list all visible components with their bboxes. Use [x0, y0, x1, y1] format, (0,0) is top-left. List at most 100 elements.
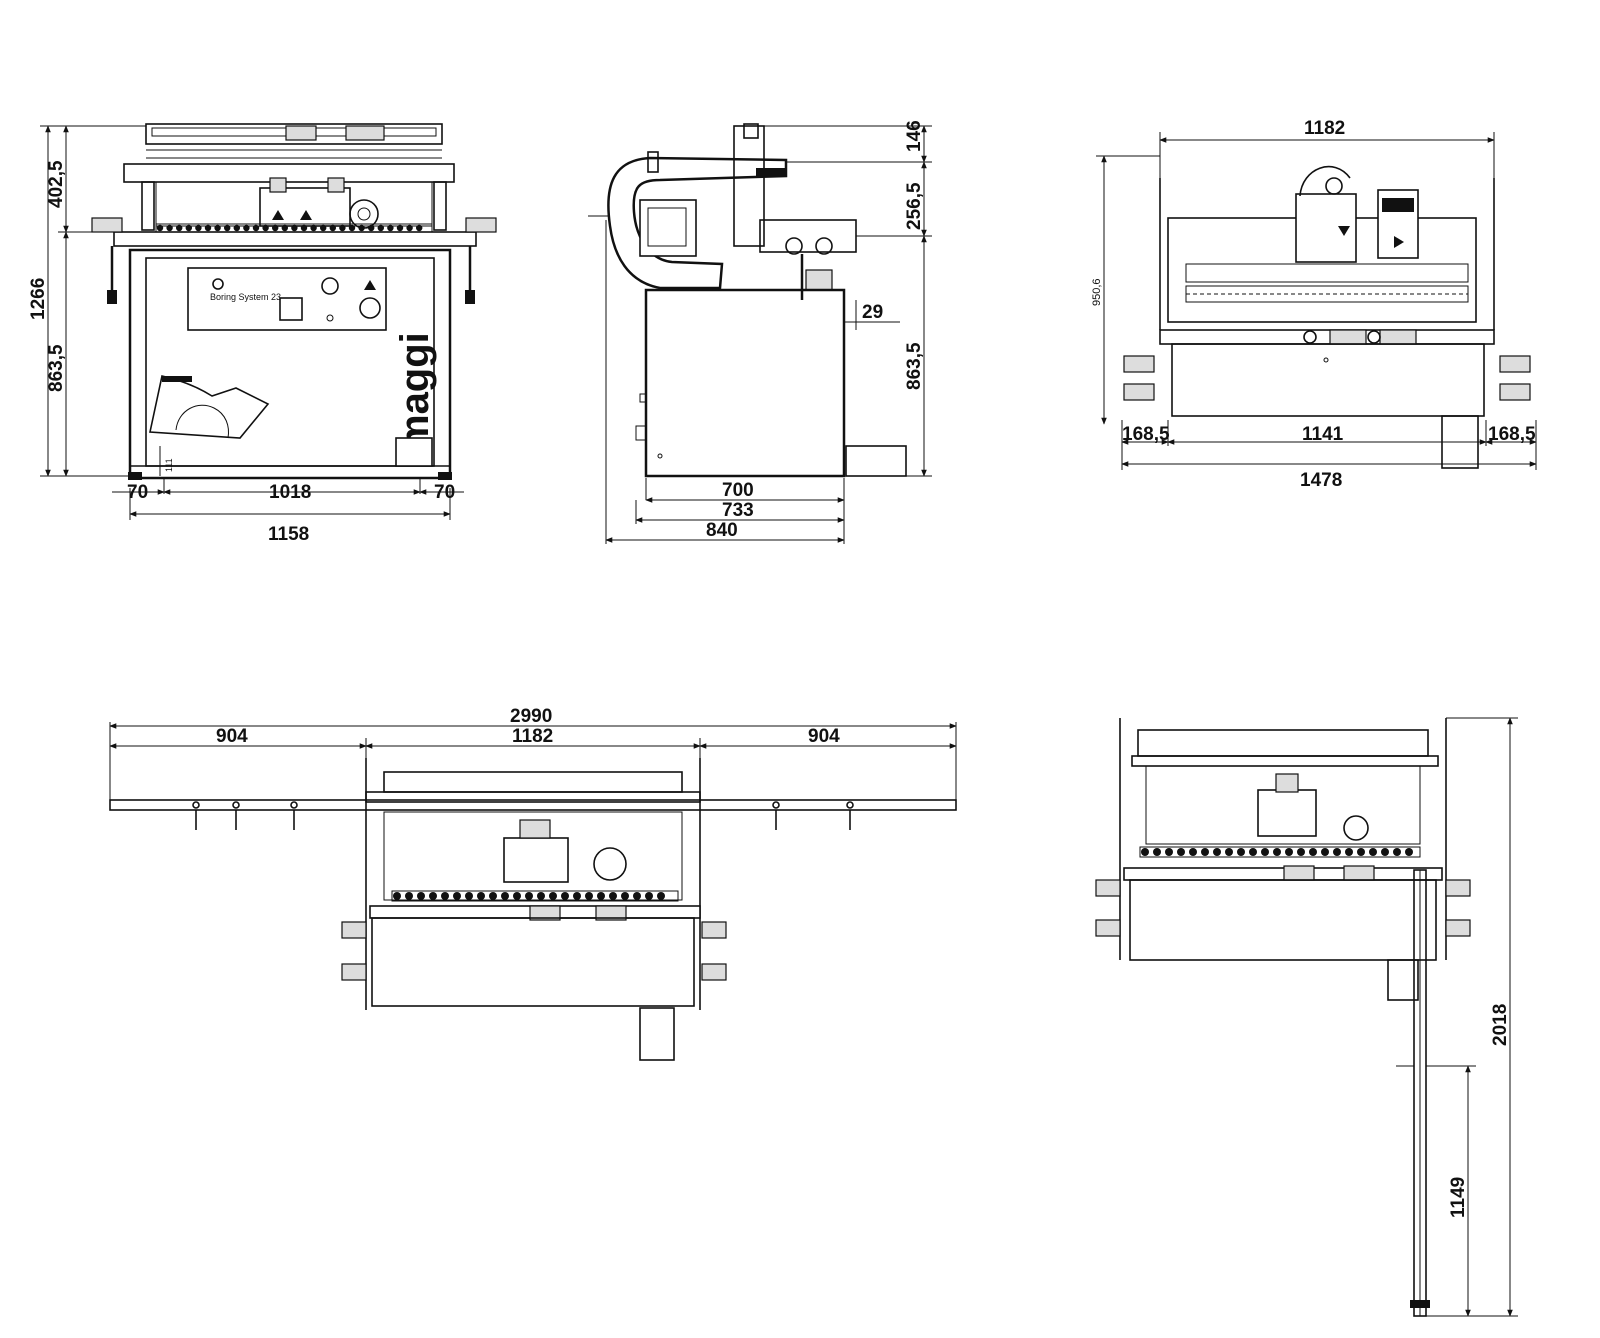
- roller: [1297, 848, 1305, 856]
- roller: [537, 892, 545, 900]
- roller: [185, 224, 192, 232]
- roller: [429, 892, 437, 900]
- panel-label: Boring System 23: [210, 292, 281, 302]
- fence-stop-knob: [290, 801, 298, 809]
- extended-plan-view: 2990 904 1182 904: [109, 706, 957, 1061]
- roller: [477, 892, 485, 900]
- dim-side-offset: 29: [862, 302, 883, 323]
- side-clamp-left: [91, 217, 123, 233]
- roller: [585, 892, 593, 900]
- side-extended-plan-view: 2018 1149: [1095, 717, 1518, 1317]
- drilling-head: [259, 187, 351, 227]
- dim-top-left: 168,5: [1122, 424, 1170, 445]
- side-cabinet: [644, 288, 846, 478]
- roller: [368, 224, 375, 232]
- roller: [621, 892, 629, 900]
- dim-side-lower: 863,5: [904, 342, 925, 390]
- roller-bar-frame: [391, 890, 679, 902]
- roller: [1369, 848, 1377, 856]
- fence-stop-knob: [192, 801, 200, 809]
- dim-plan-left: 904: [216, 726, 248, 747]
- top-table-bar: [1159, 329, 1495, 345]
- roller: [393, 892, 401, 900]
- dim-top-height: 950,6: [1091, 278, 1103, 306]
- c-frame-arm: [607, 156, 788, 290]
- roller: [549, 892, 557, 900]
- extension-fence: [109, 799, 957, 811]
- roller: [1153, 848, 1161, 856]
- start-button: [359, 297, 381, 319]
- roller: [406, 224, 413, 232]
- roller: [1333, 848, 1341, 856]
- roller: [262, 224, 269, 232]
- dim-side-plan-total: 2018: [1490, 1004, 1511, 1046]
- dim-width-inner: 1018: [269, 482, 311, 503]
- roller: [1261, 848, 1269, 856]
- brand-logo: maggi: [393, 332, 437, 450]
- roller: [1405, 848, 1413, 856]
- plan-drill-head: [503, 837, 569, 883]
- roller: [396, 224, 404, 232]
- roller: [453, 892, 461, 900]
- side-table: [759, 219, 857, 253]
- roller: [272, 224, 279, 232]
- dust-port: [845, 445, 907, 477]
- roller: [224, 224, 231, 232]
- roller: [243, 224, 250, 232]
- roller: [1321, 848, 1329, 856]
- roller: [1393, 848, 1401, 856]
- dim-base-height: 111: [164, 458, 174, 472]
- emergency-stop-button: [279, 297, 303, 321]
- side-motor: [639, 199, 697, 257]
- dim-side-depth-c: 840: [706, 520, 738, 541]
- top-rail: [145, 123, 443, 145]
- dim-plan-middle: 1182: [512, 726, 553, 747]
- roller: [489, 892, 497, 900]
- dim-offset-right: 70: [434, 482, 455, 503]
- roller: [441, 892, 449, 900]
- dim-side-depth-b: 733: [722, 500, 754, 521]
- roller: [657, 892, 665, 900]
- fence-stops: [192, 801, 854, 830]
- dim-height-lower: 863,5: [46, 344, 67, 392]
- roller: [166, 224, 173, 232]
- roller: [513, 892, 521, 900]
- roller: [1165, 848, 1173, 856]
- dim-side-top: 146: [904, 120, 925, 152]
- roller: [204, 224, 212, 232]
- cabinet: [128, 248, 452, 480]
- main-switch-icon: [321, 277, 339, 295]
- roller: [1141, 848, 1149, 856]
- dim-top-width: 1182: [1304, 118, 1345, 139]
- roller: [1273, 848, 1281, 856]
- roller: [358, 224, 365, 232]
- upper-beam: [123, 163, 455, 183]
- dim-height-total: 1266: [28, 278, 49, 320]
- roller-bar-frame: [1139, 846, 1421, 858]
- roller: [291, 224, 298, 232]
- roller: [633, 892, 641, 900]
- roller: [417, 892, 425, 900]
- roller: [387, 224, 394, 232]
- fence-stop-knob: [846, 801, 854, 809]
- roller: [1213, 848, 1221, 856]
- roller: [416, 224, 423, 232]
- fence-stop-knob: [232, 801, 240, 809]
- dim-top-total: 1478: [1300, 470, 1342, 491]
- roller: [1237, 848, 1245, 856]
- roller: [1189, 848, 1197, 856]
- roller: [329, 224, 336, 232]
- plan-dust-outlet: [639, 1007, 675, 1061]
- roller: [1345, 848, 1353, 856]
- front-view: Boring System 23 maggi 1266 402,5 863,5 …: [28, 123, 497, 545]
- roller: [609, 892, 617, 900]
- roller: [1177, 848, 1185, 856]
- roller: [1225, 848, 1233, 856]
- roller: [1381, 848, 1389, 856]
- dim-side-depth-a: 700: [722, 480, 754, 501]
- roller: [645, 892, 653, 900]
- warning-icon: [364, 280, 376, 290]
- dim-top-middle: 1141: [1302, 424, 1344, 445]
- dim-height-upper: 402,5: [46, 160, 67, 208]
